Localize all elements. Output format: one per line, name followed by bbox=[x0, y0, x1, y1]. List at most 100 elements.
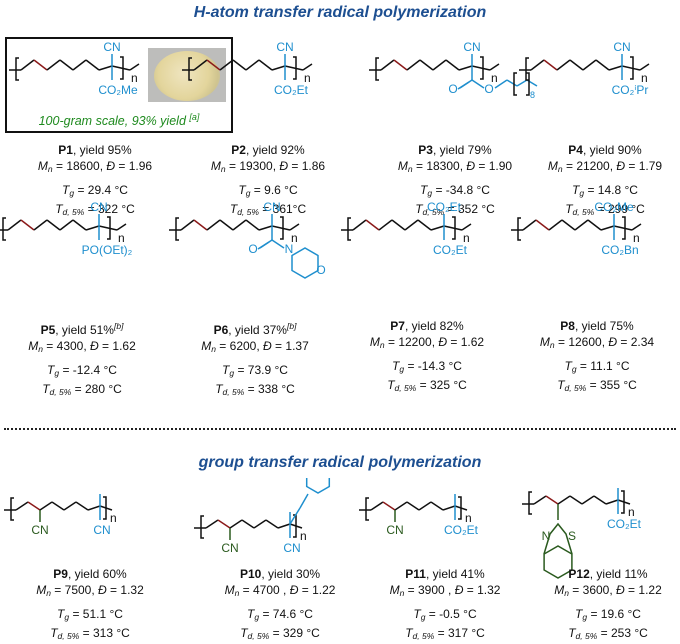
tg-label: T bbox=[57, 607, 65, 621]
backbone-bond bbox=[75, 501, 89, 511]
td-sub: d, 5% bbox=[412, 631, 435, 641]
backbone-bond bbox=[85, 59, 100, 71]
backbone-bond bbox=[277, 523, 291, 529]
ester-oxygen: O bbox=[484, 82, 493, 96]
backbone-bond bbox=[595, 59, 610, 71]
red-bond bbox=[543, 59, 558, 71]
mn-line: Mn = 7500, Đ = 1.32 bbox=[36, 583, 144, 598]
td-line: Td, 5% = 317 °C bbox=[405, 626, 485, 641]
tg-label: T bbox=[222, 363, 230, 377]
backbone-bond bbox=[98, 65, 113, 71]
dispersity-label: Đ bbox=[289, 583, 299, 597]
tg-label: T bbox=[392, 359, 400, 373]
tg-sub: g bbox=[54, 368, 60, 378]
top-substituent: CN bbox=[263, 200, 280, 214]
td-line: Td, 5% = 299 °C bbox=[565, 202, 645, 217]
dispersity-value: 1.22 bbox=[638, 583, 662, 597]
backbone-bond bbox=[87, 505, 101, 511]
tg-line: Tg = 73.9 °C bbox=[222, 363, 288, 378]
dispersity-label: Đ bbox=[616, 583, 625, 597]
td-sub: d, 5% bbox=[49, 387, 72, 397]
yield-value: 30% bbox=[296, 567, 321, 581]
backbone-bond bbox=[432, 59, 447, 71]
red-bond bbox=[393, 59, 408, 71]
footnote-a: [a] bbox=[189, 112, 200, 122]
backbone-bond bbox=[72, 59, 87, 71]
mn-sub: n bbox=[407, 164, 413, 174]
mn-label: M bbox=[210, 159, 221, 173]
tg-line: Tg = -14.3 °C bbox=[392, 359, 462, 374]
backbone-bond bbox=[85, 225, 100, 231]
backbone-bond bbox=[219, 59, 234, 71]
left-bracket bbox=[175, 217, 179, 241]
yield-label: yield bbox=[267, 567, 293, 581]
top-substituent: CN bbox=[103, 40, 120, 54]
dispersity-label: Đ bbox=[608, 335, 618, 349]
mn-value: 18600 bbox=[66, 159, 100, 173]
mn-value: 7500 bbox=[64, 583, 92, 597]
td-sub: d, 5% bbox=[222, 387, 245, 397]
bond bbox=[289, 507, 301, 525]
top-substituent: CO₂Et bbox=[427, 200, 462, 214]
dispersity-label: Đ bbox=[438, 335, 448, 349]
red-bond bbox=[33, 59, 48, 71]
backbone-bond bbox=[271, 65, 286, 71]
dispersity-label: Đ bbox=[616, 159, 626, 173]
mn-line: Mn = 4300, Đ = 1.62 bbox=[28, 339, 136, 354]
tg-label: T bbox=[575, 607, 583, 621]
scale-up-text: 100-gram scale, 93% yield bbox=[38, 114, 186, 129]
repeat-n: n bbox=[118, 231, 125, 245]
bond bbox=[457, 81, 470, 90]
tg-sub: g bbox=[571, 364, 577, 374]
backbone-bond bbox=[548, 219, 563, 231]
red-bond bbox=[545, 495, 559, 505]
mn-line: Mn = 3900 , Đ = 1.32 bbox=[389, 583, 501, 598]
mn-sub: n bbox=[211, 344, 216, 354]
td-label: T bbox=[240, 626, 248, 640]
yield-label: yield bbox=[74, 567, 100, 581]
oxane-ring bbox=[305, 478, 331, 494]
tg-value: -14.3 °C bbox=[417, 359, 462, 373]
tg-label: T bbox=[572, 183, 580, 197]
backbone-bond bbox=[533, 495, 547, 505]
td-sub: d, 5% bbox=[564, 383, 587, 393]
dispersity-label: Đ bbox=[106, 159, 116, 173]
left-bracket bbox=[375, 57, 379, 81]
td-label: T bbox=[415, 202, 423, 216]
bond bbox=[516, 79, 528, 87]
right-bracket bbox=[480, 56, 484, 80]
backbone-bond bbox=[582, 59, 597, 71]
mn-line: Mn = 19300, Đ = 1.86 bbox=[210, 159, 326, 174]
left-bracket bbox=[347, 217, 351, 241]
chain-end-bond bbox=[129, 63, 140, 71]
backbone-bond bbox=[46, 59, 61, 71]
dispersity-label: Đ bbox=[279, 159, 289, 173]
mn-line: Mn = 3600, Đ = 1.22 bbox=[554, 583, 662, 598]
dispersity-label: Đ bbox=[98, 583, 107, 597]
td-line: Td, 5% = 361°C bbox=[229, 202, 307, 217]
mn-value: 21200 bbox=[576, 159, 610, 173]
td-value: 329 °C bbox=[282, 626, 320, 640]
tg-sub: g bbox=[254, 612, 260, 622]
tg-value: 11.1 °C bbox=[590, 359, 630, 373]
right-bracket bbox=[621, 490, 625, 514]
tg-sub: g bbox=[582, 612, 588, 622]
repeat-n: n bbox=[633, 231, 640, 245]
td-value: 322 °C bbox=[97, 202, 135, 216]
mn-sub: n bbox=[549, 340, 555, 350]
td-value: 299 °C bbox=[607, 202, 645, 216]
td-label: T bbox=[565, 202, 573, 216]
mn-value: 12600 bbox=[568, 335, 602, 349]
td-line: Td, 5% = 355 °C bbox=[557, 378, 637, 393]
dispersity-label: Đ bbox=[90, 339, 99, 353]
td-sub: d, 5% bbox=[247, 631, 270, 641]
backbone-bond bbox=[380, 59, 395, 71]
tg-sub: g bbox=[420, 612, 426, 622]
